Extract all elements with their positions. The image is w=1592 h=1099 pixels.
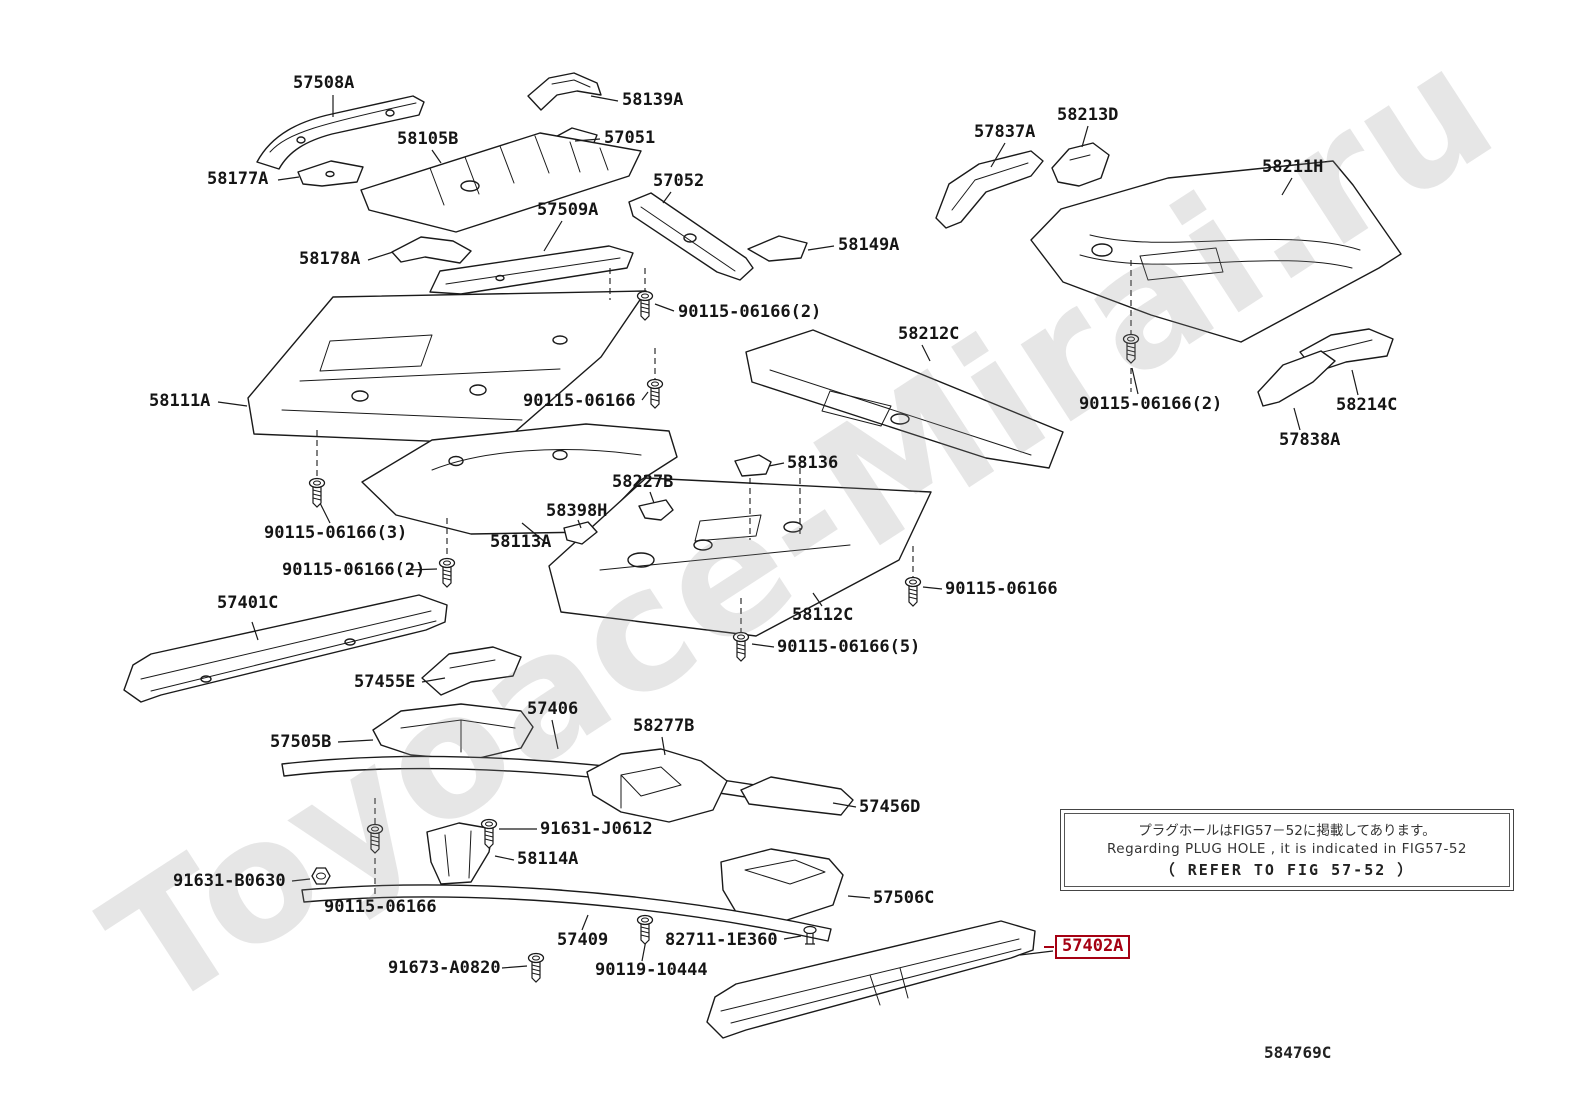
part-label-58177a[interactable]: 58177A — [207, 169, 269, 189]
part-drawing-58227b — [638, 499, 674, 521]
part-label-58113a[interactable]: 58113A — [490, 532, 552, 552]
part-drawing-57508a — [256, 95, 425, 170]
part-label-57508a[interactable]: 57508A — [293, 73, 355, 93]
part-drawing-58114a — [426, 822, 494, 885]
part-label-57509a[interactable]: 57509A — [537, 200, 599, 220]
part-label-58178a[interactable]: 58178A — [299, 249, 361, 269]
part-label-57456d[interactable]: 57456D — [859, 797, 921, 817]
part-drawing-58149a — [747, 235, 808, 262]
part-label-58149a[interactable]: 58149A — [838, 235, 900, 255]
part-drawing-57456d — [740, 776, 854, 816]
part-label-90115-06166-2-[interactable]: 90115-06166(2) — [1079, 394, 1223, 414]
part-label-90115-06166-2-[interactable]: 90115-06166(2) — [678, 302, 822, 322]
part-label-57409[interactable]: 57409 — [557, 930, 609, 950]
part-drawing-58139a — [527, 72, 602, 111]
part-label-91673-a0820[interactable]: 91673-A0820 — [388, 958, 501, 978]
plug-hole-note-inner: プラグホールはFIG57－52に掲載してあります。 Regarding PLUG… — [1064, 813, 1510, 887]
part-drawing-57837a — [935, 150, 1044, 229]
part-label-90115-06166-5-[interactable]: 90115-06166(5) — [777, 637, 921, 657]
part-label-90115-06166-2-[interactable]: 90115-06166(2) — [282, 560, 426, 580]
part-drawing-57052 — [628, 192, 754, 281]
part-label-90119-10444[interactable]: 90119-10444 — [595, 960, 708, 980]
part-label-57052[interactable]: 57052 — [653, 171, 705, 191]
part-drawing-58136 — [734, 454, 772, 477]
part-label-58213d[interactable]: 58213D — [1057, 105, 1119, 125]
part-drawing-57506c — [720, 848, 844, 923]
part-label-58139a[interactable]: 58139A — [622, 90, 684, 110]
part-label-58214c[interactable]: 58214C — [1336, 395, 1398, 415]
part-drawing-58211h — [1030, 160, 1402, 343]
part-drawing-58178a — [391, 236, 472, 264]
note-line-japanese: プラグホールはFIG57－52に掲載してあります。 — [1138, 823, 1436, 839]
note-line-reference: （ REFER TO FIG 57-52 ） — [1159, 861, 1415, 879]
part-label-58211h[interactable]: 58211H — [1262, 157, 1324, 177]
part-label-90115-06166-3-[interactable]: 90115-06166(3) — [264, 523, 408, 543]
part-label-57406[interactable]: 57406 — [527, 699, 579, 719]
part-drawing-57838a — [1257, 350, 1336, 407]
plug-hole-note-box: プラグホールはFIG57－52に掲載してあります。 Regarding PLUG… — [1060, 809, 1514, 891]
parts-layer — [123, 72, 1402, 1039]
part-drawing-58398h — [563, 521, 598, 545]
part-label-91631-b0630[interactable]: 91631-B0630 — [173, 871, 286, 891]
part-label-58136[interactable]: 58136 — [787, 453, 839, 473]
part-label-57505b[interactable]: 57505B — [270, 732, 332, 752]
figure-code: 584769C — [1264, 1043, 1332, 1062]
part-label-90115-06166[interactable]: 90115-06166 — [523, 391, 636, 411]
part-label-58398h[interactable]: 58398H — [546, 501, 608, 521]
part-label-82711-1e360[interactable]: 82711-1E360 — [665, 930, 778, 950]
note-line-english: Regarding PLUG HOLE , it is indicated in… — [1106, 841, 1468, 857]
part-label-57401c[interactable]: 57401C — [217, 593, 279, 613]
part-drawing-58113a — [361, 423, 678, 535]
part-label-58227b[interactable]: 58227B — [612, 472, 674, 492]
part-label-57402a[interactable]: 57402A — [1055, 935, 1131, 959]
part-label-58112c[interactable]: 58112C — [792, 605, 854, 625]
part-label-57455e[interactable]: 57455E — [354, 672, 416, 692]
part-drawing-58212c — [745, 329, 1064, 469]
part-label-91631-j0612[interactable]: 91631-J0612 — [540, 819, 653, 839]
part-drawing-58277b — [586, 748, 728, 823]
part-label-58105b[interactable]: 58105B — [397, 129, 459, 149]
part-drawing-57455e — [421, 646, 522, 696]
part-drawing-57409 — [301, 884, 832, 942]
part-drawing-58213d — [1051, 142, 1110, 187]
part-label-57837a[interactable]: 57837A — [974, 122, 1036, 142]
part-drawing-58177a — [297, 160, 364, 187]
part-drawing-57401c — [123, 594, 448, 703]
part-label-90115-06166[interactable]: 90115-06166 — [324, 897, 437, 917]
part-label-57838a[interactable]: 57838A — [1279, 430, 1341, 450]
part-label-58277b[interactable]: 58277B — [633, 716, 695, 736]
part-drawing-58105b — [360, 132, 642, 233]
part-label-90115-06166[interactable]: 90115-06166 — [945, 579, 1058, 599]
part-drawing-57505b — [372, 703, 534, 761]
part-label-58212c[interactable]: 58212C — [898, 324, 960, 344]
part-label-58114a[interactable]: 58114A — [517, 849, 579, 869]
part-label-58111a[interactable]: 58111A — [149, 391, 211, 411]
leader-lines — [217, 95, 1359, 969]
part-drawing-58111a — [247, 290, 647, 445]
part-label-57506c[interactable]: 57506C — [873, 888, 935, 908]
dashed-alignment-lines — [316, 260, 1132, 895]
part-drawing-57402a — [706, 920, 1036, 1039]
part-label-57051[interactable]: 57051 — [604, 128, 656, 148]
